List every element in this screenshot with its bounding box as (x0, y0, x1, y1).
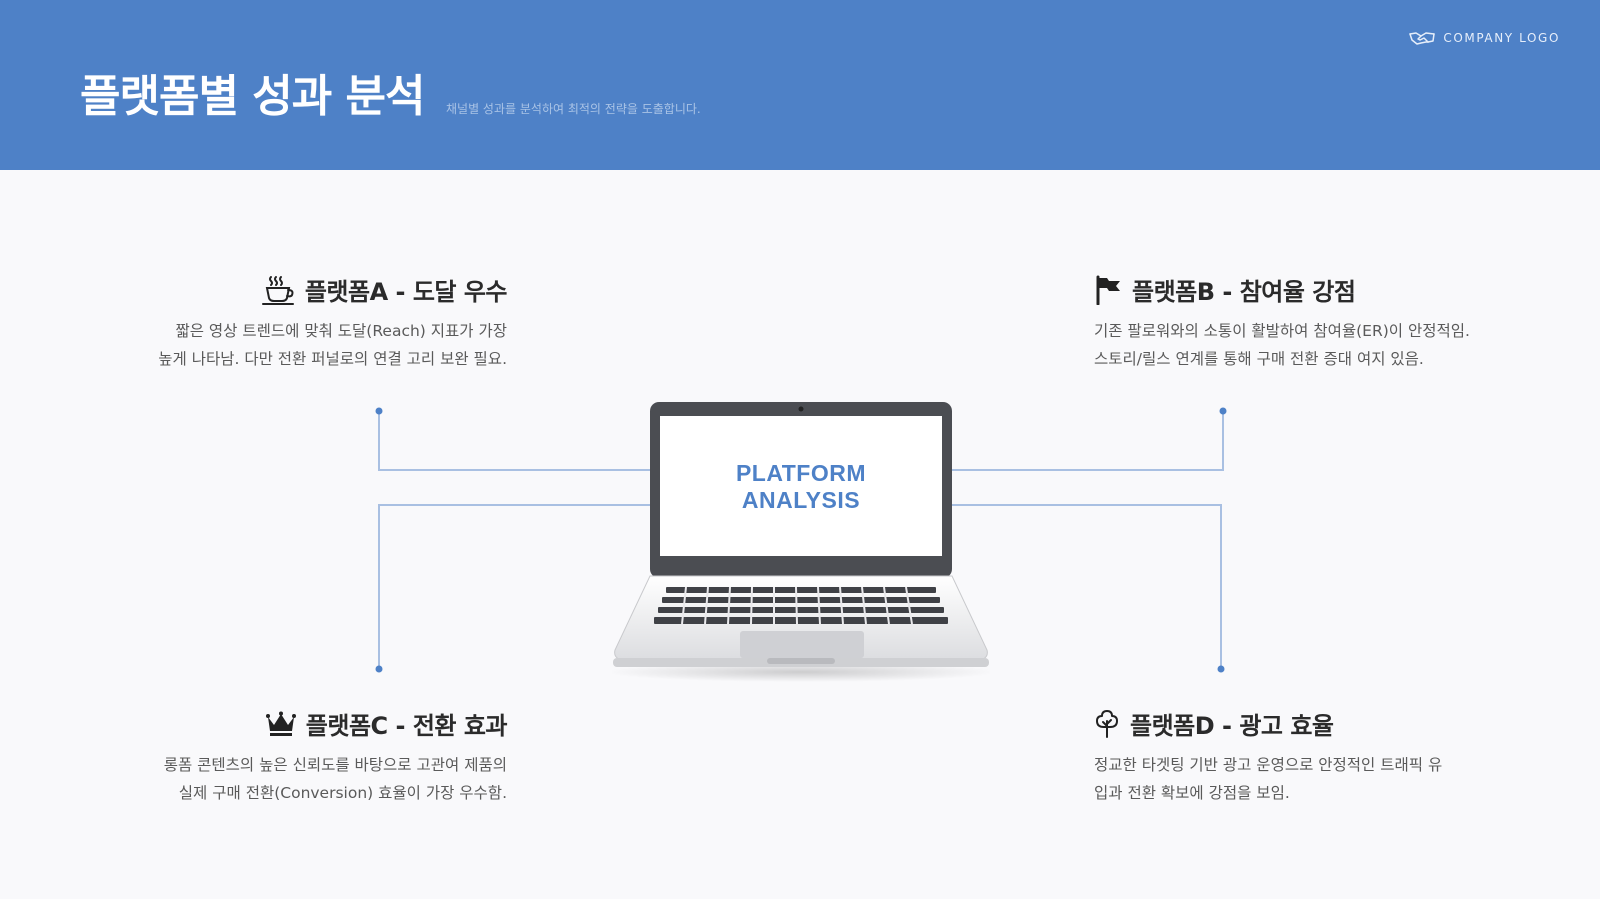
connector-line-d (952, 504, 1222, 669)
laptop-screen-text: PLATFORM ANALYSIS (612, 402, 990, 514)
platform-a-description: 짧은 영상 트렌드에 맞춰 도달(Reach) 지표가 가장 높게 나타남. 다… (100, 317, 507, 373)
platform-d-desc-line-1: 정교한 타겟팅 기반 광고 운영으로 안정적인 트래픽 유 (1094, 756, 1443, 774)
company-logo: COMPANY LOGO (1409, 30, 1560, 46)
platform-c-block: 플랫폼C - 전환 효과 롱폼 콘텐츠의 높은 신뢰도를 바탕으로 고관여 제품… (100, 706, 508, 807)
platform-a-title: 플랫폼A - 도달 우수 (304, 278, 508, 306)
screen-line-1: PLATFORM (735, 460, 867, 486)
platform-d-title: 플랫폼D - 광고 효율 (1130, 712, 1334, 740)
platform-a-title-row: 플랫폼A - 도달 우수 (100, 272, 508, 307)
page-subtitle: 채널별 성과를 분석하여 최적의 전략을 도출합니다. (446, 102, 701, 116)
platform-d-desc-line-2: 입과 전환 확보에 강점을 보임. (1094, 784, 1290, 802)
platform-d-block: 플랫폼D - 광고 효율 정교한 타겟팅 기반 광고 운영으로 안정적인 트래픽… (1094, 706, 1534, 807)
platform-a-desc-line-1: 짧은 영상 트렌드에 맞춰 도달(Reach) 지표가 가장 (175, 322, 507, 340)
tree-icon (1094, 709, 1120, 739)
page-title: 플랫폼별 성과 분석 (80, 71, 425, 122)
platform-d-title-row: 플랫폼D - 광고 효율 (1094, 706, 1534, 741)
laptop-drawing (606, 402, 996, 682)
coffee-cup-icon (261, 275, 295, 305)
crown-icon (265, 711, 296, 737)
connector-dot-d (1217, 665, 1225, 673)
company-logo-text: COMPANY LOGO (1443, 31, 1560, 45)
platform-b-desc-line-2: 스토리/릴스 연계를 통해 구매 전환 증대 여지 있음. (1094, 350, 1424, 368)
laptop-illustration: PLATFORM ANALYSIS (606, 402, 996, 682)
connector-dot-a (375, 407, 383, 415)
flag-icon (1094, 275, 1122, 305)
connector-line-c (378, 504, 650, 669)
platform-b-desc-line-1: 기존 팔로워와의 소통이 활발하여 참여율(ER)이 안정적임. (1094, 322, 1470, 340)
connector-dot-b (1219, 407, 1227, 415)
platform-b-title: 플랫폼B - 참여율 강점 (1132, 278, 1356, 306)
connector-line-a (378, 411, 650, 471)
platform-c-title: 플랫폼C - 전환 효과 (305, 712, 508, 740)
platform-c-title-row: 플랫폼C - 전환 효과 (100, 706, 508, 741)
connector-line-b (952, 411, 1224, 471)
platform-b-description: 기존 팔로워와의 소통이 활발하여 참여율(ER)이 안정적임. 스토리/릴스 … (1094, 317, 1534, 373)
platform-a-desc-line-2: 높게 나타남. 다만 전환 퍼널로의 연결 고리 보완 필요. (158, 350, 507, 368)
platform-d-description: 정교한 타겟팅 기반 광고 운영으로 안정적인 트래픽 유 입과 전환 확보에 … (1094, 751, 1534, 807)
screen-line-2: ANALYSIS (741, 487, 861, 513)
platform-c-desc-line-2: 실제 구매 전환(Conversion) 효율이 가장 우수함. (178, 784, 507, 802)
platform-c-desc-line-1: 롱폼 콘텐츠의 높은 신뢰도를 바탕으로 고관여 제품의 (163, 756, 507, 774)
connector-dot-c (375, 665, 383, 673)
platform-b-title-row: 플랫폼B - 참여율 강점 (1094, 272, 1534, 307)
platform-b-block: 플랫폼B - 참여율 강점 기존 팔로워와의 소통이 활발하여 참여율(ER)이… (1094, 272, 1534, 373)
platform-c-description: 롱폼 콘텐츠의 높은 신뢰도를 바탕으로 고관여 제품의 실제 구매 전환(Co… (100, 751, 507, 807)
platform-a-block: 플랫폼A - 도달 우수 짧은 영상 트렌드에 맞춰 도달(Reach) 지표가… (100, 272, 508, 373)
header-banner: 플랫폼별 성과 분석 채널별 성과를 분석하여 최적의 전략을 도출합니다. C… (0, 0, 1600, 170)
handshake-icon (1409, 30, 1436, 46)
